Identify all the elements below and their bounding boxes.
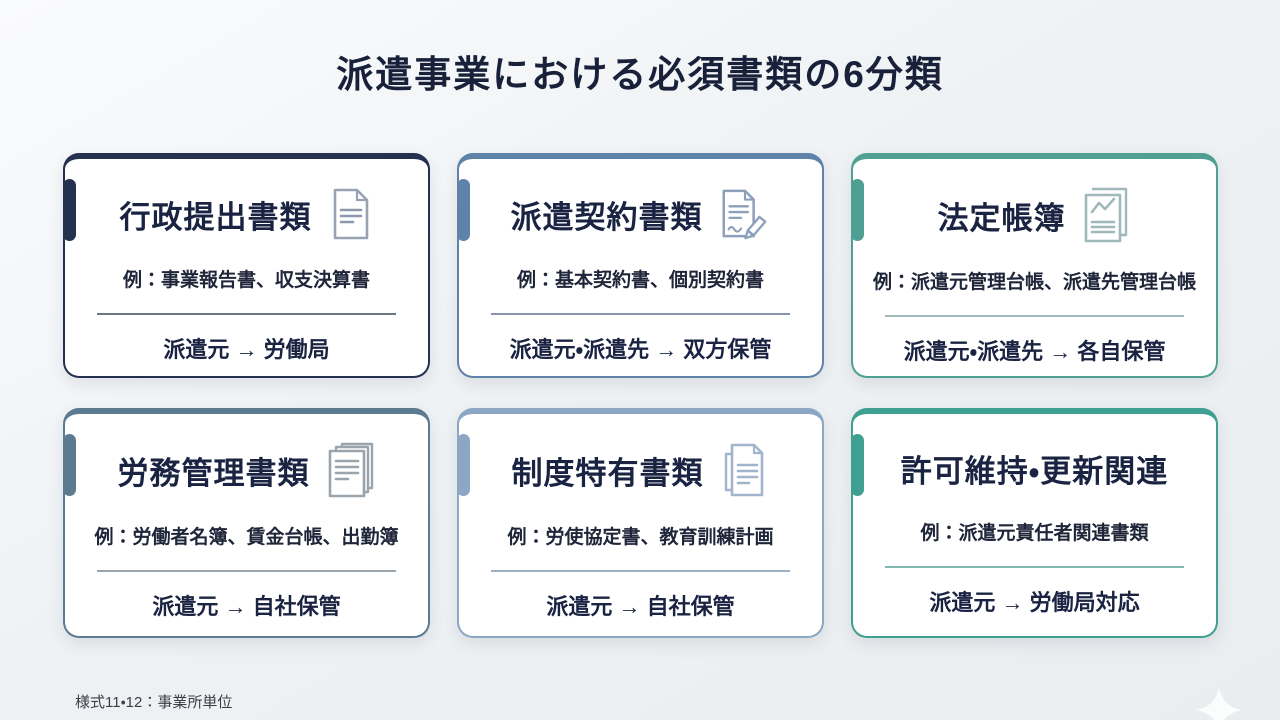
card-title-row: 労務管理書類 [118,442,376,498]
category-cards-grid: 行政提出書類 例：事業報告書、収支決算書 派遣元 → 労働局 派遣契約書類 [62,153,1218,638]
card-accent-tab [62,179,76,241]
card-accent-tab [456,434,470,496]
card-flow: 派遣元 → 自社保管 [152,594,341,619]
card-accent-tab [850,434,864,496]
card-accent-tab [456,179,470,241]
card-title-row: 法定帳簿 [938,187,1132,243]
card-system-specific-documents: 制度特有書類 例：労使協定書、教育訓練計画 派遣元 → 自社保管 [456,408,824,638]
card-flow: 派遣元 → 労働局 [163,337,330,362]
card-example: 例：労働者名簿、賃金台帳、出勤簿 [94,527,399,548]
card-flow: 派遣元 → 労働局対応 [929,590,1140,615]
card-example: 例：基本契約書、個別契約書 [516,270,764,291]
card-title-row: 派遣契約書類 [511,187,771,241]
card-title: 行政提出書類 [119,199,312,235]
slide: { "page": { "title": "派遣事業における必須書類の6分類" … [0,44,1280,720]
card-title: 法定帳簿 [937,200,1066,236]
card-example: 例：労使協定書、教育訓練計画 [507,527,774,548]
card-accent-tab [62,434,76,496]
card-title: 許可維持・更新関連 [900,453,1169,489]
footnotes: 様式11・12：事業所単位 様式12-2：法人単位 [75,689,232,720]
card-title: 労務管理書類 [117,455,310,491]
card-administrative-documents: 行政提出書類 例：事業報告書、収支決算書 派遣元 → 労働局 [62,153,430,378]
card-title: 制度特有書類 [511,455,704,491]
card-divider [885,566,1184,568]
stacked-documents-icon [324,442,376,498]
footnote-line: 様式12-2：法人単位 [75,716,232,720]
card-divider [491,570,790,572]
sparkle-icon [1196,687,1242,720]
card-divider [97,313,396,315]
card-title-row: 行政提出書類 [120,187,374,241]
card-statutory-ledgers: 法定帳簿 例：派遣元管理台帳、派遣先管理台帳 派遣元・派遣先 → 各自保管 [850,153,1218,378]
page-title: 派遣事業における必須書類の6分類 [336,54,944,95]
document-pencil-icon [717,187,771,241]
ledger-chart-icon [1080,187,1132,243]
footnote-line: 様式11・12：事業所単位 [75,693,233,711]
card-divider [97,570,396,572]
card-flow: 派遣元 → 自社保管 [546,594,735,619]
card-divider [491,313,790,315]
card-example: 例：事業報告書、収支決算書 [122,270,370,291]
card-divider [885,315,1184,317]
card-accent-tab [850,179,864,241]
document-icon [326,187,374,241]
card-labor-management-documents: 労務管理書類 例：労働者名簿、賃金台帳、出勤簿 派遣元 → 自社保管 [62,408,430,638]
card-dispatch-contract-documents: 派遣契約書類 例：基本契約書、個別契約書 派遣元・派遣先 → 双方保 [456,153,824,378]
card-flow: 派遣元・派遣先 → 双方保管 [509,337,772,362]
card-license-maintenance-renewal: 許可維持・更新関連 例：派遣元責任者関連書類 派遣元 → 労働局対応 [850,408,1218,638]
card-flow: 派遣元・派遣先 → 各自保管 [903,339,1166,364]
card-title-row: 許可維持・更新関連 [901,442,1169,494]
card-title: 派遣契約書類 [510,199,703,235]
card-example: 例：派遣元責任者関連書類 [920,523,1149,544]
card-title-row: 制度特有書類 [512,442,770,498]
document-copy-icon [718,442,770,498]
card-example: 例：派遣元管理台帳、派遣先管理台帳 [872,272,1196,293]
